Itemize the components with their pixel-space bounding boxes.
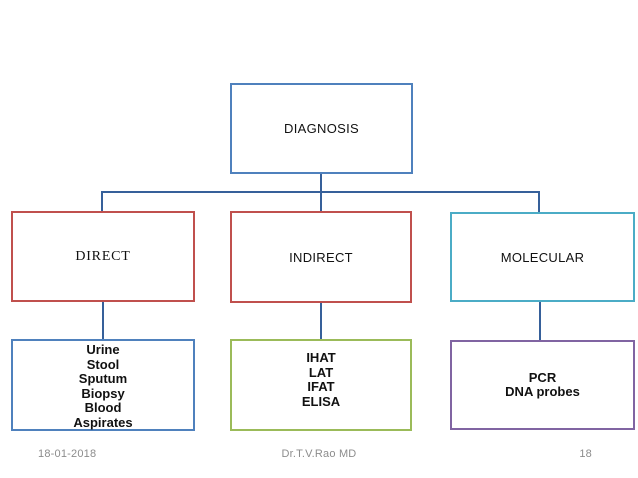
footer-date: 18-01-2018 (38, 448, 97, 460)
molecular-test-item: DNA probes (505, 384, 580, 399)
diagnosis-label: DIAGNOSIS (284, 121, 359, 136)
molecular-tests-box: PCR DNA probes (450, 340, 635, 430)
connector-indirect-to-serology (320, 302, 322, 340)
connector-molecular-to-tests (539, 301, 541, 341)
serology-test-item: LAT (308, 364, 334, 380)
connector-drop-indirect (320, 191, 322, 212)
specimen-item: Blood (84, 400, 122, 415)
connector-direct-to-specimens (102, 301, 104, 340)
specimens-box: Urine Stool Sputum Biopsy Blood Aspirate… (11, 339, 195, 431)
specimen-item: Urine (86, 342, 120, 357)
serology-test-item: IFAT (307, 379, 335, 394)
connector-root-stem (320, 173, 322, 193)
indirect-label: INDIRECT (289, 249, 353, 265)
molecular-label: MOLECULAR (500, 249, 585, 265)
connector-drop-direct (101, 191, 103, 212)
serology-test-item: ELISA (301, 393, 341, 409)
specimen-item: Aspirates (73, 414, 133, 430)
diagnosis-box: DIAGNOSIS (230, 83, 413, 174)
direct-box: DIRECT (11, 211, 195, 302)
specimen-item: Sputum (78, 371, 128, 386)
molecular-box: MOLECULAR (450, 212, 635, 302)
footer-page-number: 18 (579, 448, 592, 460)
indirect-box: INDIRECT (230, 211, 412, 303)
specimen-item: Biopsy (81, 385, 125, 401)
footer-author: Dr.T.V.Rao MD (281, 448, 357, 460)
serology-tests-box: IHAT LAT IFAT ELISA (230, 339, 412, 431)
molecular-test-item: PCR (528, 369, 557, 385)
specimen-item: Stool (86, 356, 120, 372)
connector-drop-molecular (538, 191, 540, 213)
serology-test-item: IHAT (306, 350, 336, 365)
direct-label: DIRECT (75, 248, 131, 264)
